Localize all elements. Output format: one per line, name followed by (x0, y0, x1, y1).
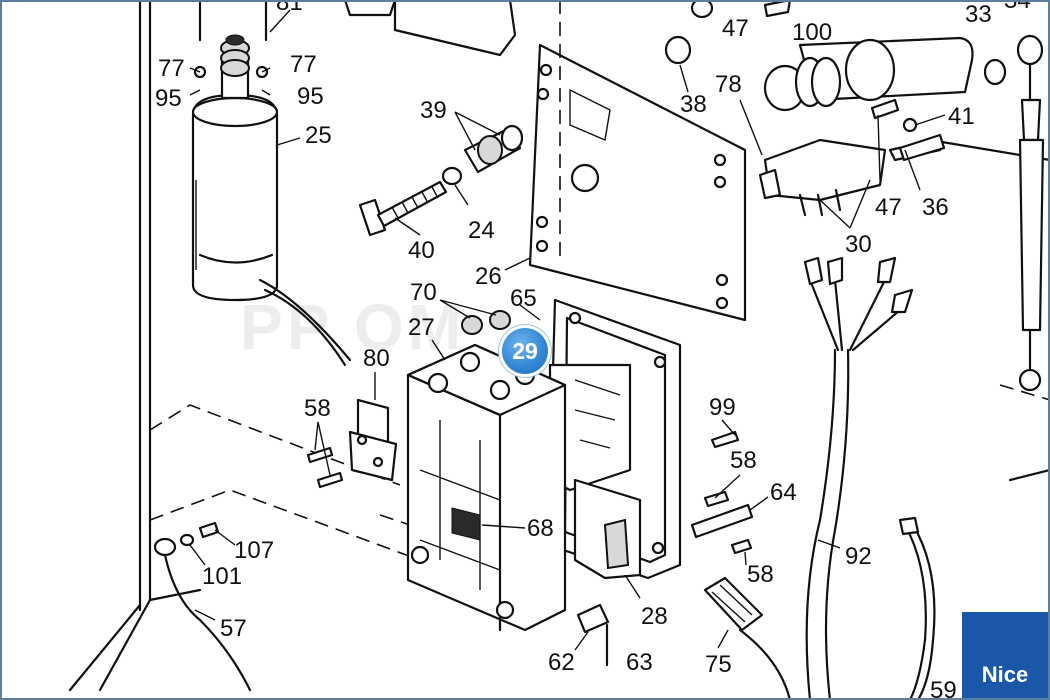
callout-77-right: 77 (290, 51, 317, 78)
part-hotspot-29[interactable]: 29 (502, 328, 548, 374)
wire-harness-92 (803, 256, 914, 700)
callout-24: 24 (468, 217, 495, 244)
turnbuckle-34 (999, 34, 1050, 482)
capacitor-25 (191, 0, 352, 367)
clip-62 (576, 603, 610, 667)
callout-38: 38 (680, 91, 707, 118)
callout-107: 107 (234, 537, 274, 564)
callout-25: 25 (305, 122, 332, 149)
callout-81: 81 (276, 0, 303, 16)
callout-95-left: 95 (155, 85, 182, 112)
callout-33: 33 (965, 1, 992, 28)
callout-58-left: 58 (304, 395, 331, 422)
leader-lines (189, 9, 946, 651)
callout-64: 64 (770, 479, 797, 506)
circuit-board-28 (548, 363, 642, 580)
watermark: PP OM (240, 291, 466, 363)
callout-68: 68 (527, 515, 554, 542)
callout-65: 65 (510, 285, 537, 312)
upper-components (343, 0, 714, 65)
control-box-27 (406, 343, 567, 632)
callout-34: 34 (1004, 0, 1031, 14)
bracket-80 (348, 398, 398, 482)
bolt-assembly (358, 124, 524, 237)
callout-57: 57 (220, 615, 247, 642)
connector-75 (703, 576, 792, 700)
callout-70: 70 (410, 279, 437, 306)
callout-59: 59 (930, 677, 957, 700)
callout-63: 63 (626, 649, 653, 676)
mounting-plate-26 (528, 0, 747, 322)
callout-77-left: 77 (158, 55, 185, 82)
callout-62: 62 (548, 649, 575, 676)
callout-39: 39 (420, 97, 447, 124)
callout-78: 78 (715, 71, 742, 98)
cable-59 (898, 516, 936, 700)
callout-58-mid: 58 (730, 447, 757, 474)
callout-80: 80 (363, 345, 390, 372)
switch-mechanism (758, 36, 1050, 217)
callout-41: 41 (948, 103, 975, 130)
callout-36: 36 (922, 194, 949, 221)
callout-92: 92 (845, 543, 872, 570)
callout-labels: 81 77 77 95 95 25 39 24 40 38 47 100 33 … (155, 0, 1031, 700)
plugs-70 (461, 310, 511, 335)
callout-47-right: 47 (875, 194, 902, 221)
callout-30: 30 (845, 231, 872, 258)
callout-100: 100 (792, 19, 832, 46)
callout-28: 28 (641, 603, 668, 630)
callout-99: 99 (709, 394, 736, 421)
callout-95-right: 95 (297, 83, 324, 110)
brand-logo: Nice (962, 612, 1048, 698)
callout-75: 75 (705, 651, 732, 678)
callout-40: 40 (408, 237, 435, 264)
callout-101: 101 (202, 563, 242, 590)
callout-47-top: 47 (722, 15, 749, 42)
callout-27: 27 (408, 314, 435, 341)
callout-58-low: 58 (747, 561, 774, 588)
callout-26: 26 (475, 263, 502, 290)
